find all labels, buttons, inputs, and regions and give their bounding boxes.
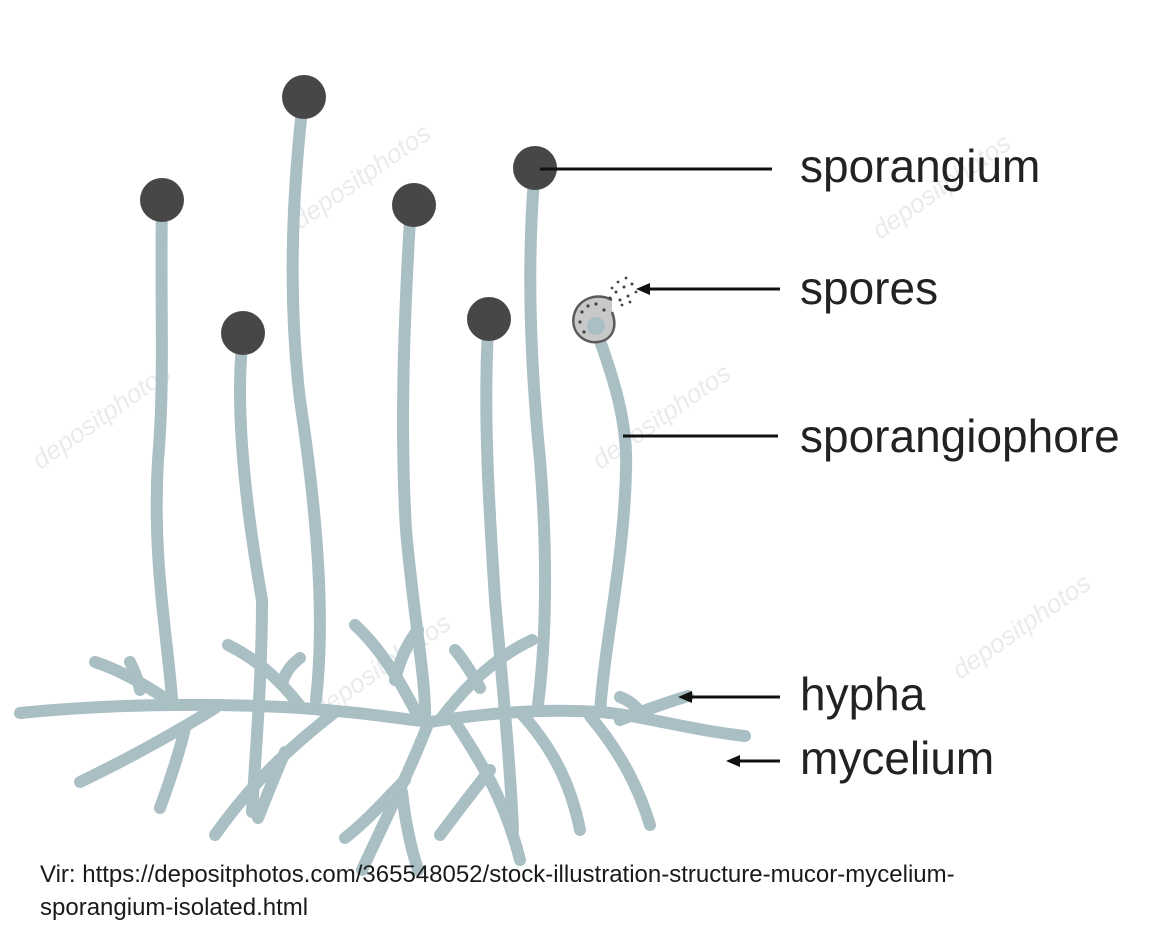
sporangiophore-stalk [150,199,178,706]
mycelium-branch [434,634,538,726]
mycelium-branch [614,691,646,718]
mycelium-branch [222,639,306,712]
sporangium-head [467,297,511,341]
label-sporangiophore: sporangiophore [800,410,1120,462]
spore-dots [578,276,638,334]
mycelium-branch [339,774,411,844]
sporangiophore-stalk [524,174,552,711]
mycelium-branch [154,722,191,814]
mycelium-network [14,619,751,876]
source-citation-line: sporangium-isolated.html [40,894,309,921]
columella [587,317,605,335]
sporangiophore-stalk [234,339,269,818]
sporangia [140,75,557,355]
sporangiophores [150,104,633,836]
mycelium-branch [449,716,526,866]
mycelium-branch [396,786,424,876]
mycelium-arrowhead [726,755,740,767]
hypha-arrowhead [678,691,692,703]
sporangium-head [513,146,557,190]
spores-arrowhead [636,283,650,295]
bursting-sporangium [572,276,638,344]
sporangium-head [282,75,326,119]
mycelium-branch [349,619,426,726]
label-hypha: hypha [800,668,926,720]
watermark-text: depositphotos [946,567,1096,684]
sporangiophore-stalk [592,329,633,718]
sporangiophore-stalk [397,214,432,724]
mycelium-branch [434,764,496,841]
mycelium-branch [252,746,291,824]
mycelium-branch [584,710,656,831]
source-citation: Vir: https://depositphotos.com/365548052… [40,858,1150,924]
sporangium-head [221,311,265,355]
label-spores: spores [800,262,938,314]
sporangium-head [140,178,184,222]
mycelium-branch [74,702,221,788]
diagram-labels: sporangium spores sporangiophore hypha m… [800,140,1120,784]
source-citation-line: Vir: https://depositphotos.com/365548052… [40,861,955,888]
label-sporangium: sporangium [800,140,1040,192]
label-mycelium: mycelium [800,732,994,784]
sporangium-head [392,183,436,227]
mycelium-branch [276,652,306,690]
mycelium-branch [449,644,486,694]
mycelium-branch [514,706,586,836]
sporangiophore-stalk [286,104,326,706]
sporangiophore-stalk [480,324,519,836]
leader-lines [540,167,780,767]
mycelium-branch [124,656,146,696]
